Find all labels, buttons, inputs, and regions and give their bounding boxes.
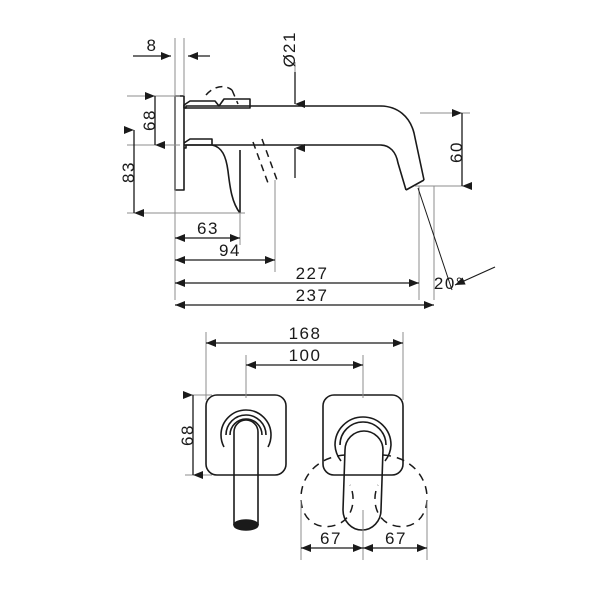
- dimension-label-60: 60: [447, 141, 466, 163]
- dimension-label-237: 237: [296, 286, 329, 305]
- dimension-handle-swing-right: 67: [363, 529, 427, 552]
- dimension-label-68-front: 68: [178, 424, 197, 446]
- handle-ring-outer-lower: [334, 444, 342, 462]
- dimension-spout-axis-height: 68: [140, 92, 165, 149]
- dimension-spout-outlet-height: 60: [447, 109, 472, 190]
- callout-label-21: 21: [280, 31, 299, 53]
- spout-tube-outer: [184, 105, 425, 181]
- dimension-overall-width: 168: [206, 324, 403, 347]
- spout-tube-front: [233, 419, 259, 525]
- dimension-label-67-right: 67: [385, 529, 407, 548]
- handle-ring-outer-lower-r: [384, 444, 392, 462]
- handle-collar: [183, 138, 213, 145]
- spout-ring-outer-lower-r: [267, 434, 272, 448]
- dimension-label-67-left: 67: [320, 529, 342, 548]
- handle-base: [184, 144, 212, 149]
- dimension-handle-swing-left: 67: [301, 529, 363, 552]
- dimension-label-227: 227: [296, 264, 329, 283]
- dimension-handle-swivel-projection: 94: [175, 241, 275, 264]
- dimension-label-100: 100: [289, 346, 322, 365]
- lever-handle-front: [342, 430, 384, 531]
- dimension-label-94: 94: [219, 241, 241, 260]
- spout-outlet-front: [233, 519, 259, 531]
- dimension-handle-projection: 63: [175, 219, 240, 242]
- dimension-label-83: 83: [119, 161, 138, 183]
- callout-spout-diameter: Ø 21: [280, 31, 305, 178]
- handle-swing-arcs: [300, 454, 428, 528]
- spout-outlet-face: [405, 179, 425, 191]
- handle-ring-outer: [334, 416, 392, 446]
- spout-ring-inner: [229, 418, 263, 436]
- spout-tube-inner: [184, 144, 407, 191]
- dimension-plate-height-front: 68: [178, 391, 203, 479]
- spout-body-top-detail: [183, 98, 251, 109]
- callout-label-diameter-symbol: Ø: [280, 53, 299, 68]
- dimension-centre-distance: 100: [246, 346, 363, 369]
- handle-ring-inner: [339, 421, 387, 446]
- spout-ring-outer: [220, 409, 272, 436]
- handle-swivel-dashed: [205, 85, 278, 184]
- dimension-label-20-degrees: 20°: [434, 274, 464, 293]
- dimension-outlet-angle: 20°: [417, 187, 496, 293]
- side-view-geometry: [174, 95, 425, 214]
- dimension-label-63: 63: [197, 219, 219, 238]
- dimension-label-168: 168: [289, 324, 322, 343]
- dimension-label-8: 8: [147, 36, 158, 55]
- dimension-overall-projection: 237: [175, 286, 434, 309]
- dimension-wall-plate-thickness: 8: [133, 36, 210, 60]
- dimension-plate-height-lower: 83: [119, 126, 144, 217]
- lever-handle-side: [211, 144, 241, 214]
- spout-ring-mid: [225, 414, 267, 436]
- dimension-label-68-side: 68: [140, 109, 159, 131]
- spout-ring-outer-lower: [220, 434, 225, 448]
- dimension-spout-projection: 227: [175, 264, 419, 287]
